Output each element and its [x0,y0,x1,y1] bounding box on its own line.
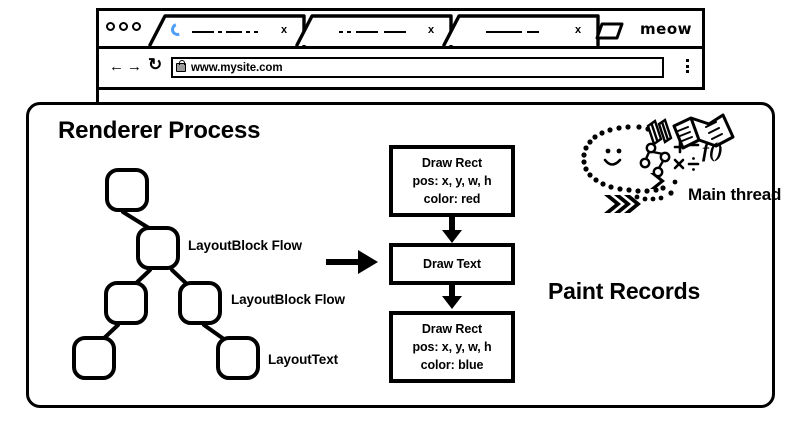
lock-icon [176,60,186,72]
browser-toolbar: ← → ↻ www.mysite.com [99,49,702,87]
window-connector-line [96,88,99,106]
paint-record-1-line-1: Draw Rect [421,155,483,170]
address-bar-url: www.mysite.com [191,61,283,74]
paint-record-3-line-1: Draw Rect [421,321,483,336]
new-tab-icon [595,22,624,40]
browser-tab-3[interactable]: x [441,14,601,46]
close-dot-icon[interactable] [106,22,115,31]
layout-node-block-3[interactable] [178,281,222,325]
paint-record-3[interactable]: Draw Rect pos: x, y, w, h color: blue [389,311,515,383]
tab-title-dash [246,31,250,33]
tab-title-dash [527,31,539,33]
forward-arrow-icon[interactable]: → [127,58,142,75]
tree-label-layouttext: LayoutText [268,352,339,367]
page-title: Renderer Process [58,117,261,144]
tab-shape-3 [442,14,600,46]
back-arrow-icon[interactable]: ← [109,58,124,75]
address-bar[interactable]: www.mysite.com [171,57,664,78]
kebab-dot-icon [686,59,689,62]
main-thread-label: Main thread [688,185,782,204]
tab-title-dash [347,31,351,33]
layout-node-block-1[interactable] [136,226,180,270]
tree-label-layoutblock-flow-1: LayoutBlock Flow [188,238,302,253]
maximize-dot-icon[interactable] [132,22,141,31]
paint-record-1[interactable]: Draw Rect pos: x, y, w, h color: red [389,145,515,217]
paint-record-3-line-2: pos: x, y, w, h [412,339,492,354]
tab-close-button-1[interactable]: x [281,24,288,36]
browser-tab-2[interactable]: x [294,14,454,46]
tab-close-button-3[interactable]: x [575,24,582,36]
browser-tabstrip: x x x [99,11,702,49]
reload-icon[interactable]: ↻ [148,55,163,74]
tab-close-button-2[interactable]: x [428,24,435,36]
tab-title-dash [254,31,258,33]
tab-title-dash [218,31,222,33]
tab-title-dash [356,31,378,33]
browser-brandmark: meow [640,20,692,38]
paint-record-1-line-2: pos: x, y, w, h [412,173,492,188]
tree-label-layoutblock-flow-2: LayoutBlock Flow [231,292,345,307]
layout-node-text-right[interactable] [216,336,260,380]
paint-record-2[interactable]: Draw Text [389,243,515,285]
tab-title-dash [384,31,406,33]
paint-record-2-line-1: Draw Text [423,256,481,271]
function-fx-icon: f() [702,138,723,162]
layout-node-root[interactable] [105,168,149,212]
browser-tab-1[interactable]: x [147,14,307,46]
layout-node-text-left[interactable] [72,336,116,380]
browser-window: x x x [96,8,705,90]
browser-menu-button[interactable] [686,59,689,73]
window-controls[interactable] [106,22,141,31]
tab-title-dash [226,31,242,33]
kebab-dot-icon [686,70,689,73]
new-tab-button[interactable] [589,21,625,46]
minimize-dot-icon[interactable] [119,22,128,31]
paint-record-1-line-3: color: red [423,192,481,207]
tab-title-dash [339,31,343,33]
kebab-dot-icon [686,64,689,68]
paint-record-3-line-3: color: blue [420,358,484,373]
tab-title-dash [192,31,214,33]
tab-title-dash [486,31,522,33]
paint-records-heading: Paint Records [548,278,701,304]
layout-node-block-2[interactable] [104,281,148,325]
